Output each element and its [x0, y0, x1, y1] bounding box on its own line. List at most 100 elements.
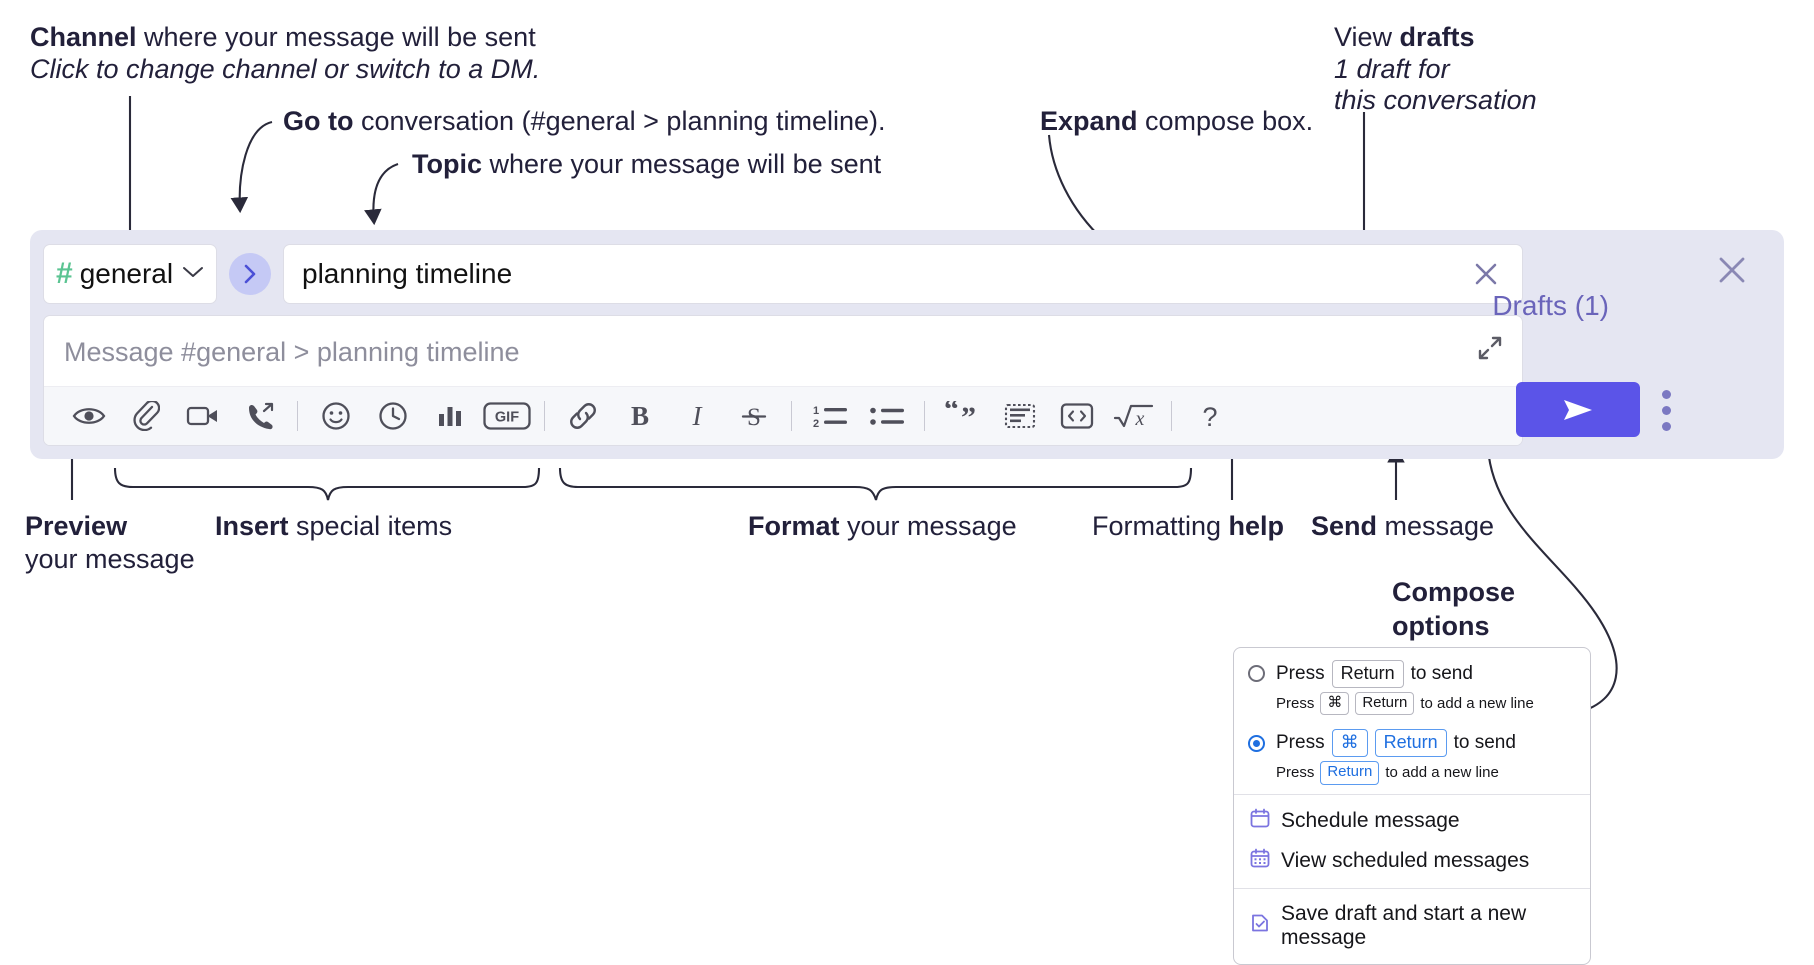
annotation-topic: Topic where your message will be sent [412, 149, 881, 181]
inline-code-icon[interactable] [1048, 393, 1105, 439]
toolbar-separator [791, 401, 792, 431]
menu-divider [1234, 887, 1590, 889]
schedule-group: Schedule message View scheduled messages [1234, 795, 1590, 888]
annotation-format: Format your message [748, 511, 1017, 543]
svg-text:“: “ [944, 401, 959, 426]
italic-icon[interactable]: I [668, 393, 725, 439]
menu-item-label: View scheduled messages [1281, 848, 1530, 872]
annotation-expand-rest: compose box. [1137, 106, 1314, 136]
save-draft-icon [1250, 913, 1270, 939]
attachment-icon[interactable] [117, 393, 174, 439]
close-compose-icon[interactable] [1712, 250, 1752, 290]
annotation-help: Formatting help [1092, 511, 1284, 543]
menu-item-view-scheduled-messages[interactable]: View scheduled messages [1234, 841, 1590, 881]
message-input[interactable]: Message #general > planning timeline [43, 315, 1523, 446]
emoji-icon[interactable] [307, 393, 364, 439]
key-return: Return [1331, 660, 1404, 688]
option2-sub-press: Press [1276, 764, 1315, 782]
svg-text:”: ” [961, 401, 976, 431]
goto-conversation-button[interactable] [229, 253, 271, 295]
topic-value: planning timeline [302, 258, 513, 289]
option2-sub-tail: to add a new line [1385, 764, 1499, 782]
blockquote-icon[interactable]: “” [934, 393, 991, 439]
annotation-drafts: View drafts [1334, 22, 1475, 54]
compose-options-menu: Press Return to send Press ⌘ Return to a… [1233, 647, 1591, 965]
drafts-link[interactable]: Drafts (1) [1492, 290, 1609, 321]
preview-icon[interactable] [60, 393, 117, 439]
audio-call-icon[interactable] [231, 393, 288, 439]
menu-divider [1234, 793, 1590, 795]
annotation-preview-sub-text: your message [25, 544, 195, 574]
key-command: ⌘ [1331, 729, 1368, 757]
menu-item-schedule-message[interactable]: Schedule message [1234, 801, 1590, 841]
annotation-drafts-sub2: this conversation [1334, 85, 1537, 117]
bold-icon[interactable]: B [611, 393, 668, 439]
annotation-drafts-sub1: 1 draft for [1334, 54, 1450, 86]
key-return: Return [1374, 729, 1447, 757]
channel-selector[interactable]: # general [43, 244, 217, 304]
annotation-format-rest: your message [839, 511, 1017, 541]
expand-icon[interactable] [1472, 330, 1508, 366]
link-icon[interactable] [554, 393, 611, 439]
close-icon[interactable] [1466, 254, 1506, 294]
option2-subline: Press Return to add a new line [1234, 760, 1590, 785]
annotation-send-bold: Send [1311, 511, 1378, 541]
option1-sub-tail: to add a new line [1420, 694, 1534, 712]
calendar-grid-icon [1250, 848, 1270, 874]
clock-icon[interactable] [364, 393, 421, 439]
annotation-preview-sub: your message [25, 544, 195, 576]
annotation-compose-options-line1: Compose [1392, 577, 1516, 607]
annotation-channel-sub-text: Click to change channel or switch to a D… [30, 54, 541, 84]
annotation-expand: Expand compose box. [1040, 106, 1313, 138]
svg-text:I: I [691, 401, 703, 431]
annotation-help-bold: help [1228, 511, 1285, 541]
radio-cmd-return[interactable] [1248, 734, 1265, 752]
send-option-cmd-return[interactable]: Press ⌘ Return to send Press Return to a… [1234, 727, 1590, 785]
svg-text:x: x [1134, 408, 1144, 430]
send-option-return[interactable]: Press Return to send Press ⌘ Return to a… [1234, 658, 1590, 716]
topic-input[interactable]: planning timeline [283, 244, 1523, 304]
code-block-icon[interactable] [991, 393, 1048, 439]
svg-text:?: ? [1202, 402, 1217, 431]
key-command: ⌘ [1320, 691, 1350, 716]
svg-text:1: 1 [812, 405, 818, 417]
annotation-channel: Channel where your message will be sent [30, 22, 536, 54]
menu-item-save-draft[interactable]: Save draft and start a new message [1234, 895, 1590, 957]
annotation-drafts-bold: drafts [1399, 22, 1475, 52]
video-icon[interactable] [174, 393, 231, 439]
bulleted-list-icon[interactable] [858, 393, 915, 439]
gif-icon[interactable]: GIF [478, 393, 535, 439]
annotation-drafts-sub1-text: 1 draft for [1334, 54, 1450, 84]
formatting-toolbar: GIF B I S [44, 386, 1522, 445]
annotation-drafts-sub2-text: this conversation [1334, 85, 1537, 115]
draft-group: Save draft and start a new message [1234, 889, 1590, 964]
option2-tail: to send [1453, 732, 1516, 753]
annotation-send: Send message [1311, 511, 1494, 543]
latex-icon[interactable]: x [1105, 393, 1162, 439]
annotation-channel-bold: Channel [30, 22, 137, 52]
svg-text:GIF: GIF [494, 410, 518, 426]
option1-tail: to send [1410, 662, 1473, 684]
compose-panel: # general planning timeline Message #gen… [30, 230, 1784, 459]
strikethrough-icon[interactable]: S [725, 393, 782, 439]
key-return: Return [1320, 760, 1380, 785]
help-icon[interactable]: ? [1181, 393, 1238, 439]
toolbar-separator [1171, 401, 1172, 431]
compose-inner: # general planning timeline Message #gen… [43, 244, 1523, 446]
annotation-goto-rest: conversation (#general > planning timeli… [353, 106, 886, 136]
calendar-icon [1250, 808, 1270, 834]
channel-row: # general planning timeline [43, 244, 1523, 304]
compose-options-button[interactable] [1648, 383, 1684, 437]
send-button[interactable] [1516, 382, 1640, 437]
toolbar-separator [544, 401, 545, 431]
svg-text:2: 2 [812, 418, 818, 430]
annotation-channel-sub: Click to change channel or switch to a D… [30, 54, 540, 86]
annotation-format-bold: Format [748, 511, 840, 541]
dot [1661, 389, 1671, 399]
menu-item-label: Schedule message [1281, 808, 1460, 832]
toolbar-separator [297, 401, 298, 431]
annotation-goto-bold: Go to [283, 106, 354, 136]
radio-return[interactable] [1248, 665, 1265, 683]
poll-icon[interactable] [421, 393, 478, 439]
